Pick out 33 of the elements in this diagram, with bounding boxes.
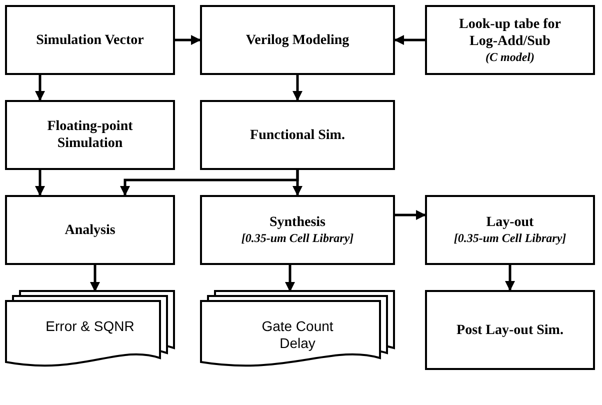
box-title: Lay-out bbox=[485, 214, 535, 231]
arrow bbox=[35, 75, 45, 101]
arrow bbox=[175, 35, 201, 45]
box-title: Synthesis bbox=[268, 214, 327, 231]
arrow bbox=[395, 210, 426, 220]
arrow bbox=[35, 170, 45, 196]
process-box bbox=[425, 195, 595, 265]
box-title: Gate Count Delay bbox=[260, 318, 334, 352]
box-title: Look-up tabe for Log-Add/Sub bbox=[458, 16, 562, 50]
box-title: Analysis bbox=[64, 222, 116, 238]
process-box bbox=[425, 5, 595, 75]
arrow bbox=[285, 265, 295, 292]
process-box bbox=[425, 290, 595, 370]
process-box bbox=[200, 100, 395, 170]
process-box bbox=[5, 5, 175, 75]
box-title: Simulation Vector bbox=[35, 32, 145, 48]
process-box bbox=[5, 195, 175, 265]
arrow bbox=[292, 75, 302, 101]
box-subtitle: [0.35-um Cell Library] bbox=[240, 231, 355, 246]
process-box bbox=[200, 5, 395, 75]
box-title: Error & SQNR bbox=[44, 318, 136, 335]
arrow bbox=[505, 265, 515, 291]
arrow bbox=[292, 170, 302, 196]
box-title: Floating-point Simulation bbox=[46, 118, 134, 152]
process-box bbox=[5, 100, 175, 170]
box-title: Post Lay-out Sim. bbox=[456, 322, 564, 338]
arrow bbox=[394, 35, 425, 45]
box-subtitle: [0.35-um Cell Library] bbox=[452, 231, 568, 246]
box-title: Functional Sim. bbox=[249, 126, 346, 144]
arrow bbox=[90, 265, 100, 292]
box-title: Verilog Modeling bbox=[244, 32, 350, 48]
box-subtitle: (C model) bbox=[484, 50, 536, 64]
process-box bbox=[200, 195, 395, 265]
